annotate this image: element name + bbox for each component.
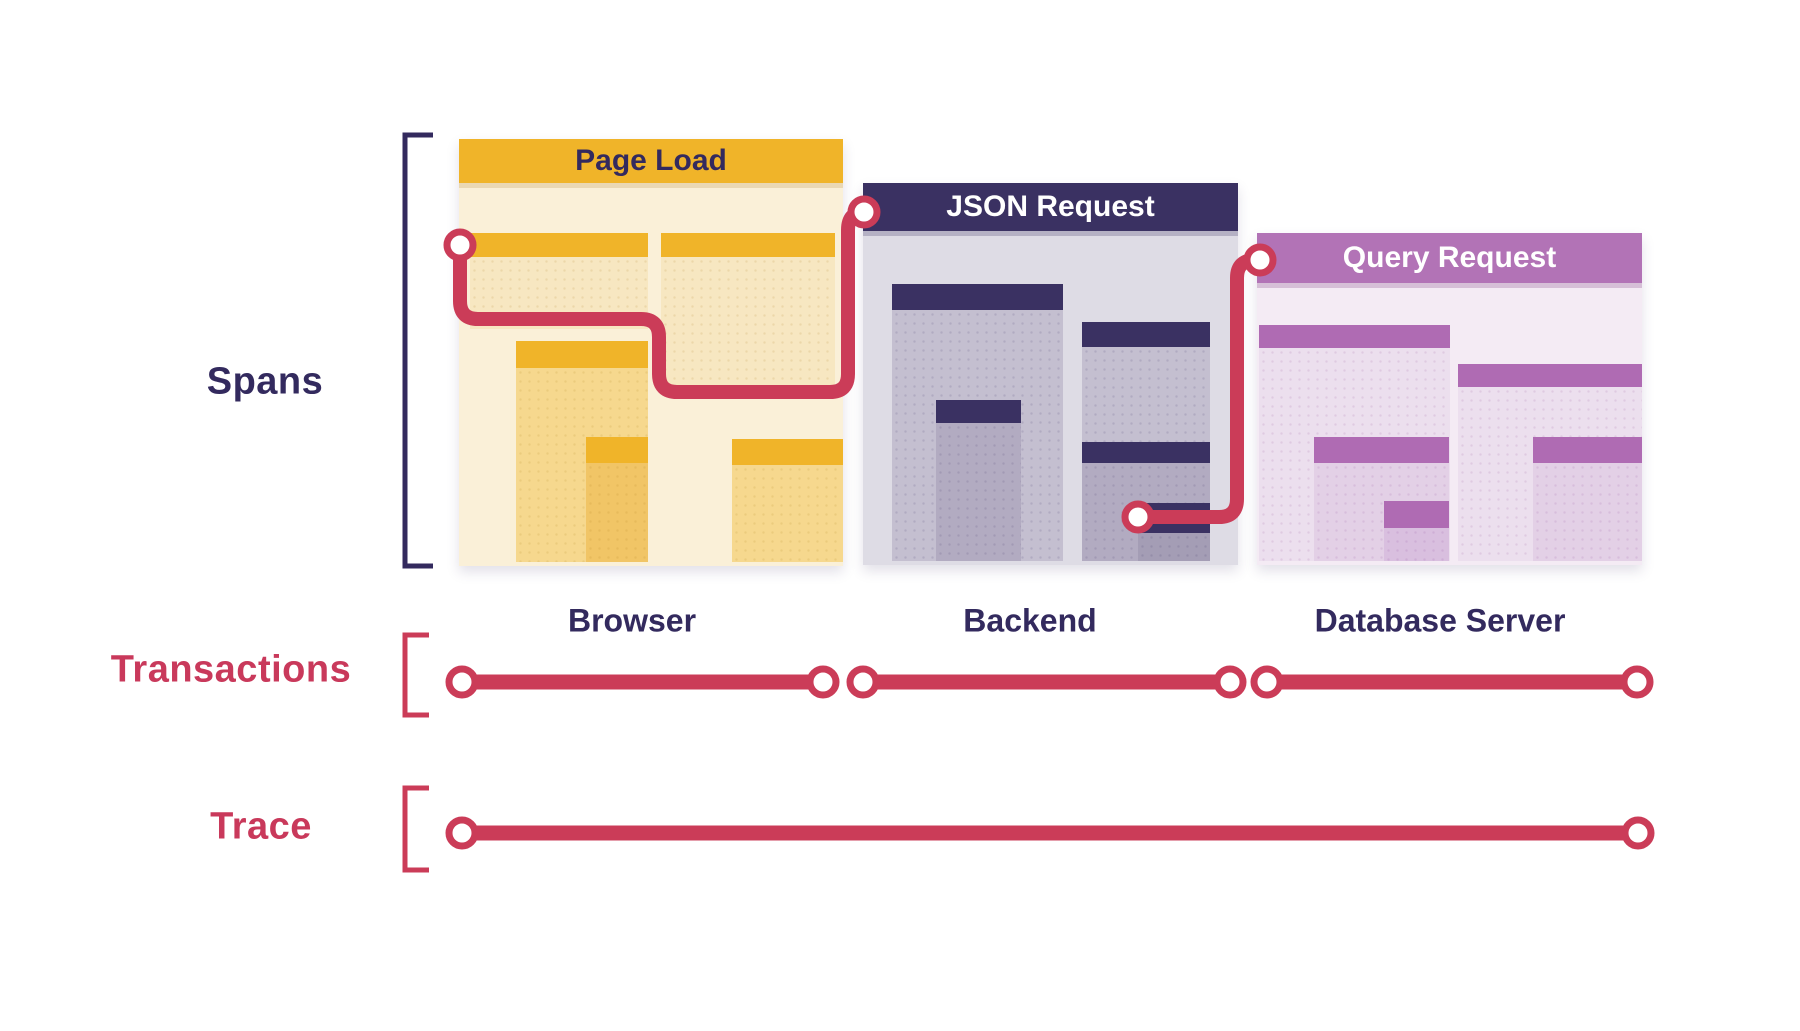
transactions-bracket [402,632,429,718]
panel-json-request-header: JSON Request [863,183,1238,231]
span-bar [661,233,835,257]
service-label-backend: Backend [963,602,1097,639]
span-body [1384,528,1449,561]
transaction-node [806,665,840,699]
trace-bracket [402,785,429,873]
transaction-node [1213,665,1247,699]
span-bar [1259,325,1450,348]
span-bar [1138,503,1210,533]
span-body [892,310,1063,561]
trace-node [445,816,479,850]
transaction-node [1620,665,1654,699]
transaction-node [445,665,479,699]
span-bar [1533,437,1642,463]
service-label-database-server: Database Server [1314,602,1566,639]
span-bar [732,439,843,465]
span-bar [516,341,648,368]
trace-label: Trace [210,805,312,848]
trace-node [1621,816,1655,850]
span-body [1533,463,1642,561]
panel-page-load-header: Page Load [459,139,843,183]
span-body [1082,347,1210,442]
span-body [470,257,648,329]
service-label-browser: Browser [567,602,697,639]
transaction-node [1250,665,1284,699]
span-bar [1314,437,1449,463]
span-bar [1082,322,1210,347]
panel-page-load-title: Page Load [575,144,727,177]
panel-json-request: JSON Request [863,183,1238,565]
panel-query-request-title: Query Request [1342,241,1557,274]
span-bar [1082,442,1210,463]
span-body [732,465,843,562]
transaction-node [846,665,880,699]
span-bar [586,437,648,463]
span-body [936,423,1021,561]
span-bar [1384,501,1449,528]
span-bar [470,233,648,257]
span-bar [1458,364,1642,387]
span-body [661,257,835,385]
spans-label: Spans [206,360,324,403]
span-body [586,463,648,562]
transactions-label: Transactions [110,648,352,691]
spans-bracket [402,132,433,569]
panel-query-request: Query Request [1257,233,1642,565]
panel-page-load: Page Load [459,139,843,566]
span-body [1138,533,1210,561]
panel-json-request-title: JSON Request [946,190,1155,223]
span-bar [936,400,1021,423]
span-bar [892,284,1063,310]
panel-query-request-header: Query Request [1257,233,1642,283]
